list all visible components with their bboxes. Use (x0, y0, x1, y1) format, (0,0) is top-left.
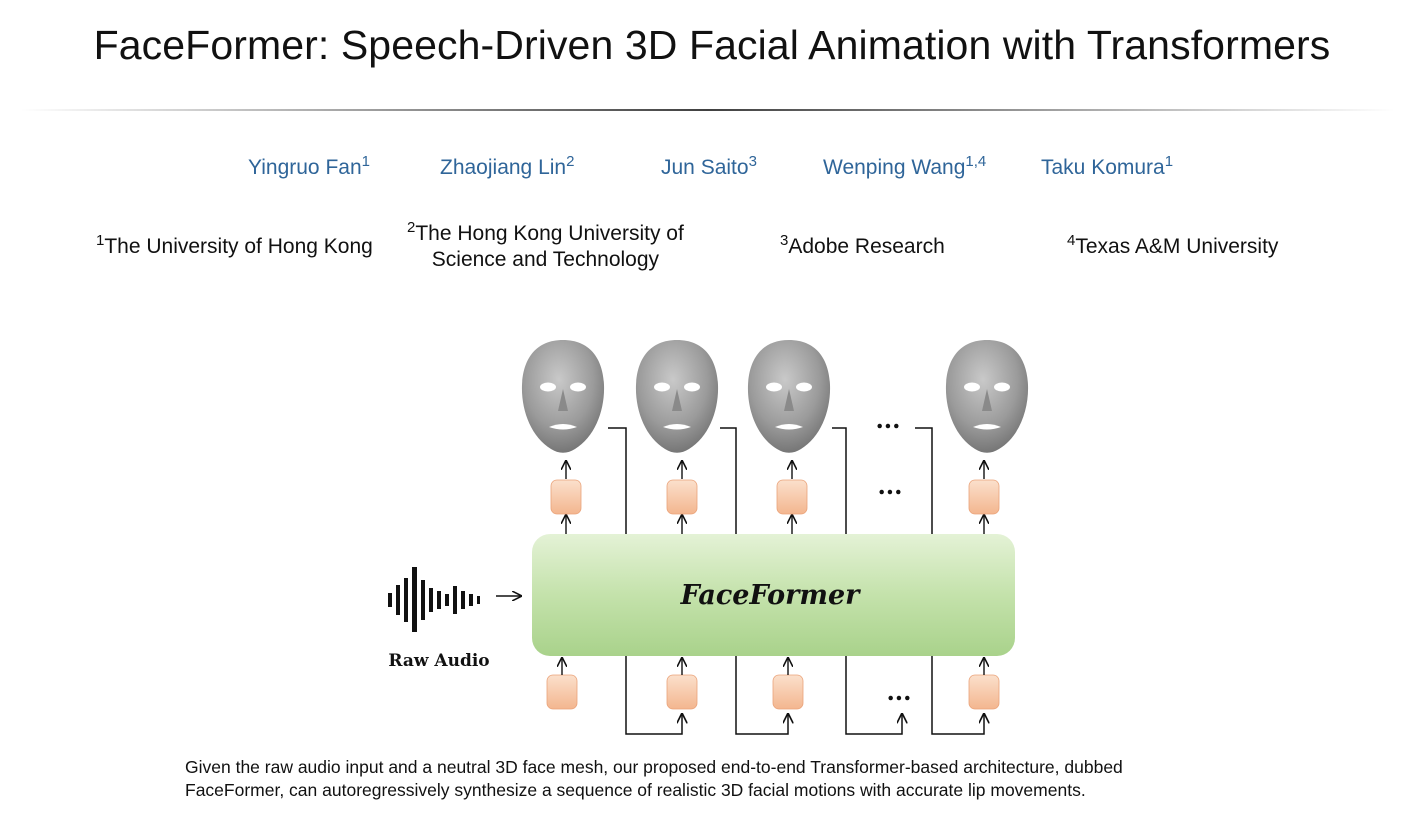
input-arrows (562, 658, 984, 675)
input-token-1 (546, 674, 578, 710)
input-token-2 (666, 674, 698, 710)
input-token-3 (772, 674, 804, 710)
author-name: Wenping Wang (823, 156, 966, 179)
page-title: FaceFormer: Speech-Driven 3D Facial Anim… (93, 22, 1331, 68)
author-link-yingruo-fan[interactable]: Yingruo Fan1 (248, 153, 370, 180)
ellipsis-mid: ... (877, 471, 902, 500)
architecture-figure: ... ... FaceFormer (380, 332, 1050, 747)
feedback-lines-bottom (625, 656, 984, 735)
author-link-wenping-wang[interactable]: Wenping Wang1,4 (823, 153, 987, 180)
output-token-4 (968, 479, 1000, 515)
feedback-lines-top (608, 427, 933, 534)
author-name: Yingruo Fan (248, 156, 362, 179)
affiliation-name: The Hong Kong University of (415, 222, 684, 245)
face-mesh-3 (747, 340, 831, 453)
input-token-4 (968, 674, 1000, 710)
face-mesh-1 (521, 340, 605, 453)
affiliation-sup: 3 (780, 232, 789, 249)
face-mesh-4 (945, 340, 1029, 453)
author-affil-sup: 1,4 (965, 153, 987, 170)
architecture-diagram: ... ... FaceFormer (388, 340, 1029, 735)
face-mesh-2 (635, 340, 719, 453)
ellipsis-bottom: ... (886, 677, 911, 706)
title-divider (20, 109, 1395, 111)
author-affil-sup: 1 (1164, 153, 1174, 170)
affiliation-hkust: 2The Hong Kong University of Science and… (407, 219, 684, 273)
affiliation-hku: 1The University of Hong Kong (96, 232, 373, 260)
faceformer-box (532, 534, 1015, 656)
author-name: Taku Komura (1041, 156, 1165, 179)
output-token-3 (776, 479, 808, 515)
affiliation-name: Adobe Research (788, 235, 945, 258)
figure-caption: Given the raw audio input and a neutral … (185, 757, 1123, 800)
affiliation-tamu: 4Texas A&M University (1067, 232, 1279, 260)
author-affil-sup: 3 (748, 153, 757, 170)
affiliation-name: Texas A&M University (1075, 235, 1279, 258)
author-link-zhaojiang-lin[interactable]: Zhaojiang Lin2 (440, 153, 575, 180)
affiliation-sup: 2 (407, 219, 416, 236)
faceformer-label: FaceFormer (680, 580, 861, 611)
affiliation-sup: 1 (96, 232, 105, 249)
ellipsis-top: ... (875, 405, 900, 434)
affiliation-adobe: 3Adobe Research (780, 232, 945, 260)
affiliation-sup: 4 (1067, 232, 1076, 249)
affiliation-line: 2The Hong Kong University of (407, 219, 684, 247)
output-arrows (566, 461, 984, 534)
author-link-jun-saito[interactable]: Jun Saito3 (661, 153, 757, 180)
affiliation-name: The University of Hong Kong (104, 235, 373, 258)
raw-audio-label: Raw Audio (388, 651, 489, 671)
author-affil-sup: 2 (566, 153, 575, 170)
output-token-1 (550, 479, 582, 515)
author-name: Jun Saito (661, 156, 749, 179)
waveform-icon (388, 567, 480, 632)
output-token-2 (666, 479, 698, 515)
affiliation-line: Science and Technology (431, 248, 660, 271)
author-link-taku-komura[interactable]: Taku Komura1 (1041, 153, 1174, 180)
author-name: Zhaojiang Lin (440, 156, 567, 179)
author-affil-sup: 1 (361, 153, 370, 170)
